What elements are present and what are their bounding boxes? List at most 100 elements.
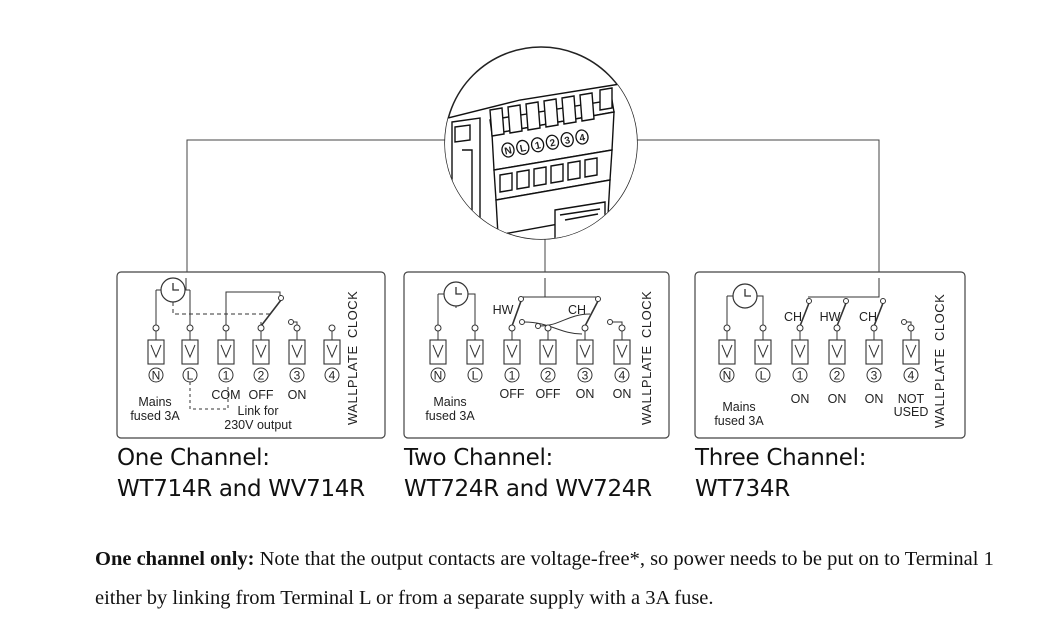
two-channel-title: Two Channel: WT724R and WV724R <box>404 443 652 505</box>
terminal-label: 1 <box>223 369 230 383</box>
link-wire <box>189 382 229 410</box>
terminal-label: L <box>187 369 194 383</box>
terminal-screw <box>466 339 484 365</box>
terminal-screw <box>217 339 235 365</box>
terminal-screw <box>288 339 306 365</box>
three-channel-title-line2: WT734R <box>695 476 790 502</box>
terminal-4 <box>614 367 630 383</box>
terminal-screw <box>252 339 270 365</box>
terminal-screw <box>718 339 736 365</box>
terminal-2 <box>253 367 269 383</box>
terminal-function-on: ON <box>613 387 632 401</box>
terminal-screw <box>791 339 809 365</box>
terminal-label: 3 <box>871 369 878 383</box>
terminal-screw <box>503 339 521 365</box>
zoom-terminal-2: 2 <box>545 134 560 150</box>
zoom-terminal-label: N <box>504 145 513 157</box>
terminal-function-off: OFF <box>249 388 274 402</box>
mains-fuse-label: fused 3A <box>714 414 764 428</box>
terminal-label: N <box>434 369 443 383</box>
terminal-4 <box>324 367 340 383</box>
terminal-function-on: ON <box>828 392 847 406</box>
switch-label-ch: CH <box>784 310 802 324</box>
three-channel-title-line1: Three Channel: <box>695 445 867 471</box>
switch-label-ch: CH <box>859 310 877 324</box>
zoom-terminal-label: 4 <box>578 132 586 144</box>
mains-fuse-label: fused 3A <box>425 409 475 423</box>
terminal-screw <box>865 339 883 365</box>
terminal-label: 4 <box>619 369 626 383</box>
terminal-function-off: OFF <box>536 387 561 401</box>
terminal-function-on: ON <box>576 387 595 401</box>
terminal-screw <box>181 339 199 365</box>
terminal-screw <box>429 339 447 365</box>
terminal-l <box>755 367 771 383</box>
clock-label: CLOCK <box>932 294 947 341</box>
clock-label: CLOCK <box>345 291 360 338</box>
link-label: Link for <box>238 404 279 418</box>
note-body: Note that the output contacts are voltag… <box>95 548 994 609</box>
zoom-terminal-n: N <box>501 142 515 158</box>
one-channel-title-line1: One Channel: <box>117 445 270 471</box>
clock-label: CLOCK <box>639 291 654 338</box>
terminal-label: 2 <box>258 369 265 383</box>
note-bold-lead: One channel only: <box>95 548 255 570</box>
terminal-function-off: OFF <box>500 387 525 401</box>
terminal-label: N <box>723 369 732 383</box>
terminal-1 <box>218 367 234 383</box>
terminal-n <box>430 367 446 383</box>
one-channel-note: One channel only: Note that the output c… <box>95 540 1035 618</box>
terminal-function-com: COM <box>211 388 240 402</box>
two-channel-title-line2: WT724R and WV724R <box>404 476 652 502</box>
terminal-3 <box>289 367 305 383</box>
terminal-screw <box>902 339 920 365</box>
terminal-label: N <box>152 369 161 383</box>
zoom-terminal-1: 1 <box>530 137 545 153</box>
terminal-label: 4 <box>908 369 915 383</box>
terminal-screw <box>828 339 846 365</box>
two-channel-title-line1: Two Channel: <box>404 445 554 471</box>
connector-lines <box>186 139 880 276</box>
one-channel-title-line2: WT714R and WV714R <box>117 476 365 502</box>
terminal-2 <box>540 367 556 383</box>
wallplate-label: WALLPLATE <box>345 345 360 425</box>
three-channel-title: Three Channel: WT734R <box>695 443 866 505</box>
terminal-1 <box>792 367 808 383</box>
terminal-n <box>148 367 164 383</box>
terminal-label: 1 <box>509 369 516 383</box>
terminal-label: 3 <box>294 369 301 383</box>
terminal-l <box>467 367 483 383</box>
zoom-terminal-label: 1 <box>534 140 542 152</box>
terminal-1 <box>504 367 520 383</box>
switch-label-hw: HW <box>820 310 841 324</box>
switch-label-hw: HW <box>493 303 514 317</box>
terminal-screw <box>323 339 341 365</box>
zoom-terminal-label: L <box>519 143 527 155</box>
zoom-terminal-4: 4 <box>575 129 589 145</box>
terminal-label: 1 <box>797 369 804 383</box>
mains-label: Mains <box>138 395 171 409</box>
mains-fuse-label: fused 3A <box>130 409 180 423</box>
zoom-terminal-3: 3 <box>560 131 574 148</box>
terminal-function-on: ON <box>288 388 307 402</box>
terminal-screw <box>539 339 557 365</box>
terminal-label: 2 <box>545 369 552 383</box>
terminal-2 <box>829 367 845 383</box>
terminal-label: 4 <box>329 369 336 383</box>
zoom-terminal-label: 2 <box>549 138 557 150</box>
terminal-screw <box>147 339 165 365</box>
mains-label: Mains <box>722 400 755 414</box>
wallplate-label: WALLPLATE <box>639 345 654 425</box>
terminal-label: 2 <box>834 369 841 383</box>
terminal-3 <box>577 367 593 383</box>
zoom-terminal-l: L <box>516 139 530 156</box>
terminal-label: L <box>760 369 767 383</box>
terminal-function-on: ON <box>865 392 884 406</box>
terminal-label: 3 <box>582 369 589 383</box>
one-channel-title: One Channel: WT714R and WV714R <box>117 443 365 505</box>
